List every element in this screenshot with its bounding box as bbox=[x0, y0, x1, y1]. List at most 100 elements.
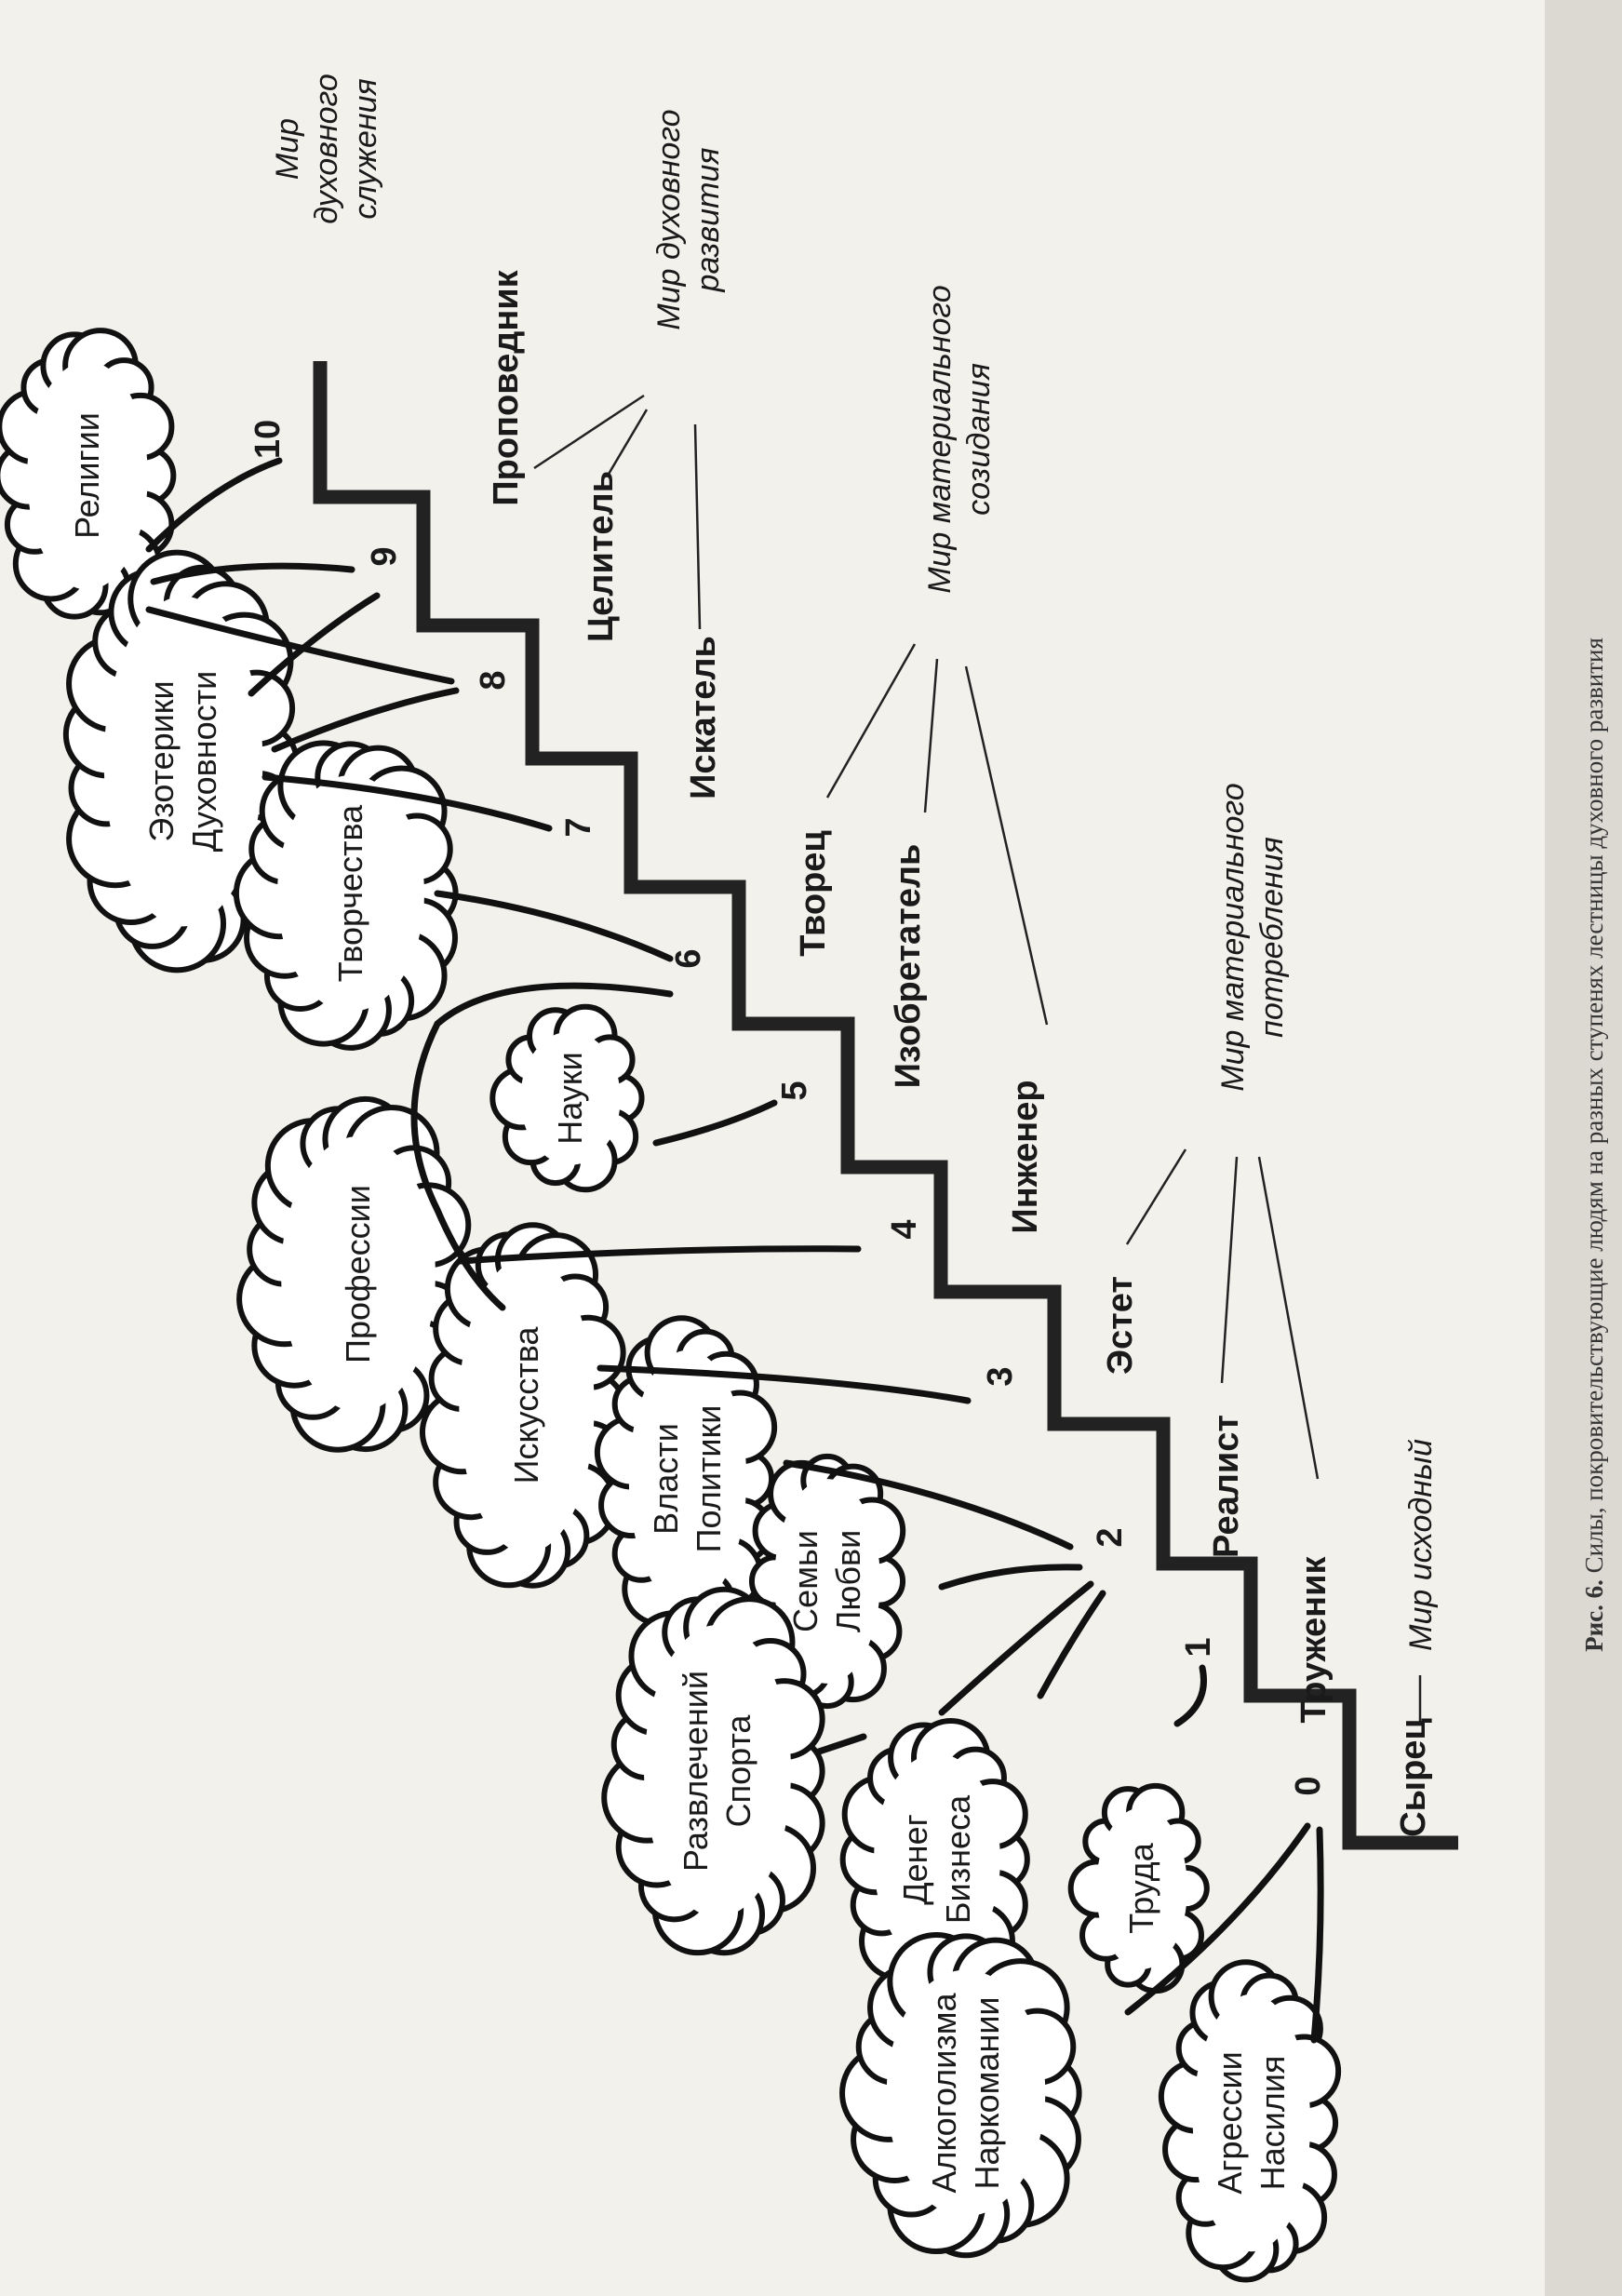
cloud-label: Денег bbox=[896, 1814, 934, 1904]
step-number: 8 bbox=[474, 670, 513, 690]
world-label-line: Мир bbox=[270, 118, 305, 180]
cloud-body bbox=[1096, 1807, 1187, 1969]
role-creator: Творец bbox=[794, 830, 833, 957]
connector-labor-1 bbox=[1173, 1664, 1207, 1727]
connector-creativity-6 bbox=[434, 890, 674, 962]
role-engineer: Инженер bbox=[1006, 1080, 1045, 1233]
world-label-line: духовного bbox=[309, 74, 344, 224]
cloud-label: Политики bbox=[690, 1405, 728, 1553]
role-raw: Сырец bbox=[1394, 1718, 1433, 1837]
role-healer: Целитель bbox=[582, 471, 621, 642]
caption-text: Силы, покровительствующие людям на разны… bbox=[1580, 638, 1608, 1573]
cloud-label: Эзотерики bbox=[142, 680, 181, 841]
cloud-label: Власти bbox=[647, 1423, 685, 1535]
cloud-connectors bbox=[145, 457, 1324, 2044]
cloud-label: Спорта bbox=[719, 1714, 757, 1828]
world-label-line: Мир материального bbox=[922, 285, 958, 593]
role-preacher: Проповедник bbox=[487, 269, 526, 505]
cloud-body bbox=[281, 1136, 436, 1412]
cloud-body bbox=[520, 1031, 621, 1165]
world-connectors bbox=[533, 394, 1422, 1724]
line-aesthete-world bbox=[1125, 1148, 1187, 1245]
cloud-label: Наркомании bbox=[968, 1996, 1006, 2189]
cloud-label: Любви bbox=[829, 1530, 867, 1632]
cloud-arts: Искусства bbox=[419, 1222, 626, 1589]
connector-family-2 bbox=[938, 1564, 1083, 1591]
line-worker-world bbox=[1257, 1156, 1320, 1480]
connector-aggression-0 bbox=[1310, 1826, 1324, 2044]
line-healer-world bbox=[606, 409, 649, 477]
role-labels: Проповедник Целитель Искатель Творец Изо… bbox=[487, 269, 1433, 1836]
world-label-line: Мир духовного bbox=[651, 109, 687, 329]
cloud-label: Развлечений bbox=[677, 1671, 715, 1872]
line-preacher-world bbox=[533, 394, 645, 470]
cloud-label: Творчества bbox=[331, 804, 369, 982]
cloud-creativity: Творчества bbox=[233, 740, 459, 1051]
step-number: 0 bbox=[1289, 1776, 1328, 1795]
staircase bbox=[313, 361, 1458, 1850]
cloud-professions: Профессии bbox=[236, 1095, 472, 1453]
connector-arts-6-loop bbox=[410, 982, 674, 1311]
connector-addiction-0 bbox=[1124, 1822, 1311, 2016]
connector-professions-4 bbox=[457, 1245, 862, 1265]
cloud-body bbox=[459, 1257, 595, 1553]
step-number: 3 bbox=[981, 1366, 1020, 1386]
step-number: 10 bbox=[248, 420, 288, 459]
cloud-religions: Религии bbox=[0, 328, 177, 620]
world-label-line: потребления bbox=[1254, 837, 1290, 1038]
cloud-sciences: Науки bbox=[489, 1003, 645, 1193]
connector-arts-3 bbox=[597, 1364, 972, 1404]
cloud-body bbox=[103, 596, 263, 927]
connector-esoterics-8 bbox=[271, 687, 460, 753]
cloud-label: Религии bbox=[68, 412, 106, 539]
scan-edge-shadow bbox=[1545, 0, 1622, 2296]
connector-religions-9 bbox=[150, 562, 355, 585]
role-realist: Реалист bbox=[1207, 1415, 1246, 1558]
connector-sciences-5 bbox=[652, 1099, 778, 1147]
connector-religions-10 bbox=[145, 457, 283, 553]
cloud-label: Насилия bbox=[1253, 2056, 1292, 2191]
role-aesthete: Эстет bbox=[1101, 1276, 1140, 1375]
line-seeker-world bbox=[693, 423, 702, 630]
cloud-body bbox=[644, 1625, 791, 1917]
line-engineer-world bbox=[964, 665, 1049, 1026]
step-number: 4 bbox=[885, 1219, 924, 1239]
cloud-label: Духовности bbox=[185, 671, 223, 852]
connector-esoterics-7 bbox=[261, 773, 553, 832]
connector-money-2 bbox=[938, 1580, 1094, 1716]
cloud-body bbox=[874, 1753, 1000, 1966]
role-seeker: Искатель bbox=[684, 636, 723, 799]
step-number: 9 bbox=[365, 546, 404, 566]
cloud-body bbox=[27, 361, 148, 590]
role-inventor: Изобретатель bbox=[889, 844, 928, 1089]
line-inventor-world bbox=[923, 658, 939, 813]
world-label-line: созидания bbox=[961, 363, 997, 516]
world-label-line: служения bbox=[348, 78, 383, 219]
line-creator-world bbox=[825, 643, 917, 799]
cloud-label: Бизнеса bbox=[939, 1794, 977, 1924]
line-realist-world bbox=[1220, 1156, 1239, 1384]
step-number: 1 bbox=[1179, 1637, 1218, 1657]
step-number: 2 bbox=[1091, 1527, 1130, 1547]
connector-esoterics-9 bbox=[248, 592, 381, 697]
world-label-line: развития bbox=[690, 148, 726, 293]
cloud-body bbox=[277, 775, 424, 1012]
figure-caption: Рис. 6. Силы, покровительствующие людям … bbox=[1580, 638, 1608, 1652]
world-label: Мир исходный bbox=[1403, 1439, 1439, 1651]
connector-sport-money bbox=[815, 1733, 867, 1755]
cloud-label: Семьи bbox=[786, 1530, 824, 1632]
cloud-label: Науки bbox=[551, 1052, 589, 1144]
cloud-body bbox=[1192, 1994, 1311, 2252]
step-numbers: 10 9 8 7 6 5 4 3 2 1 0 bbox=[248, 420, 1328, 1796]
world-label-line: Мир материального bbox=[1215, 783, 1251, 1091]
